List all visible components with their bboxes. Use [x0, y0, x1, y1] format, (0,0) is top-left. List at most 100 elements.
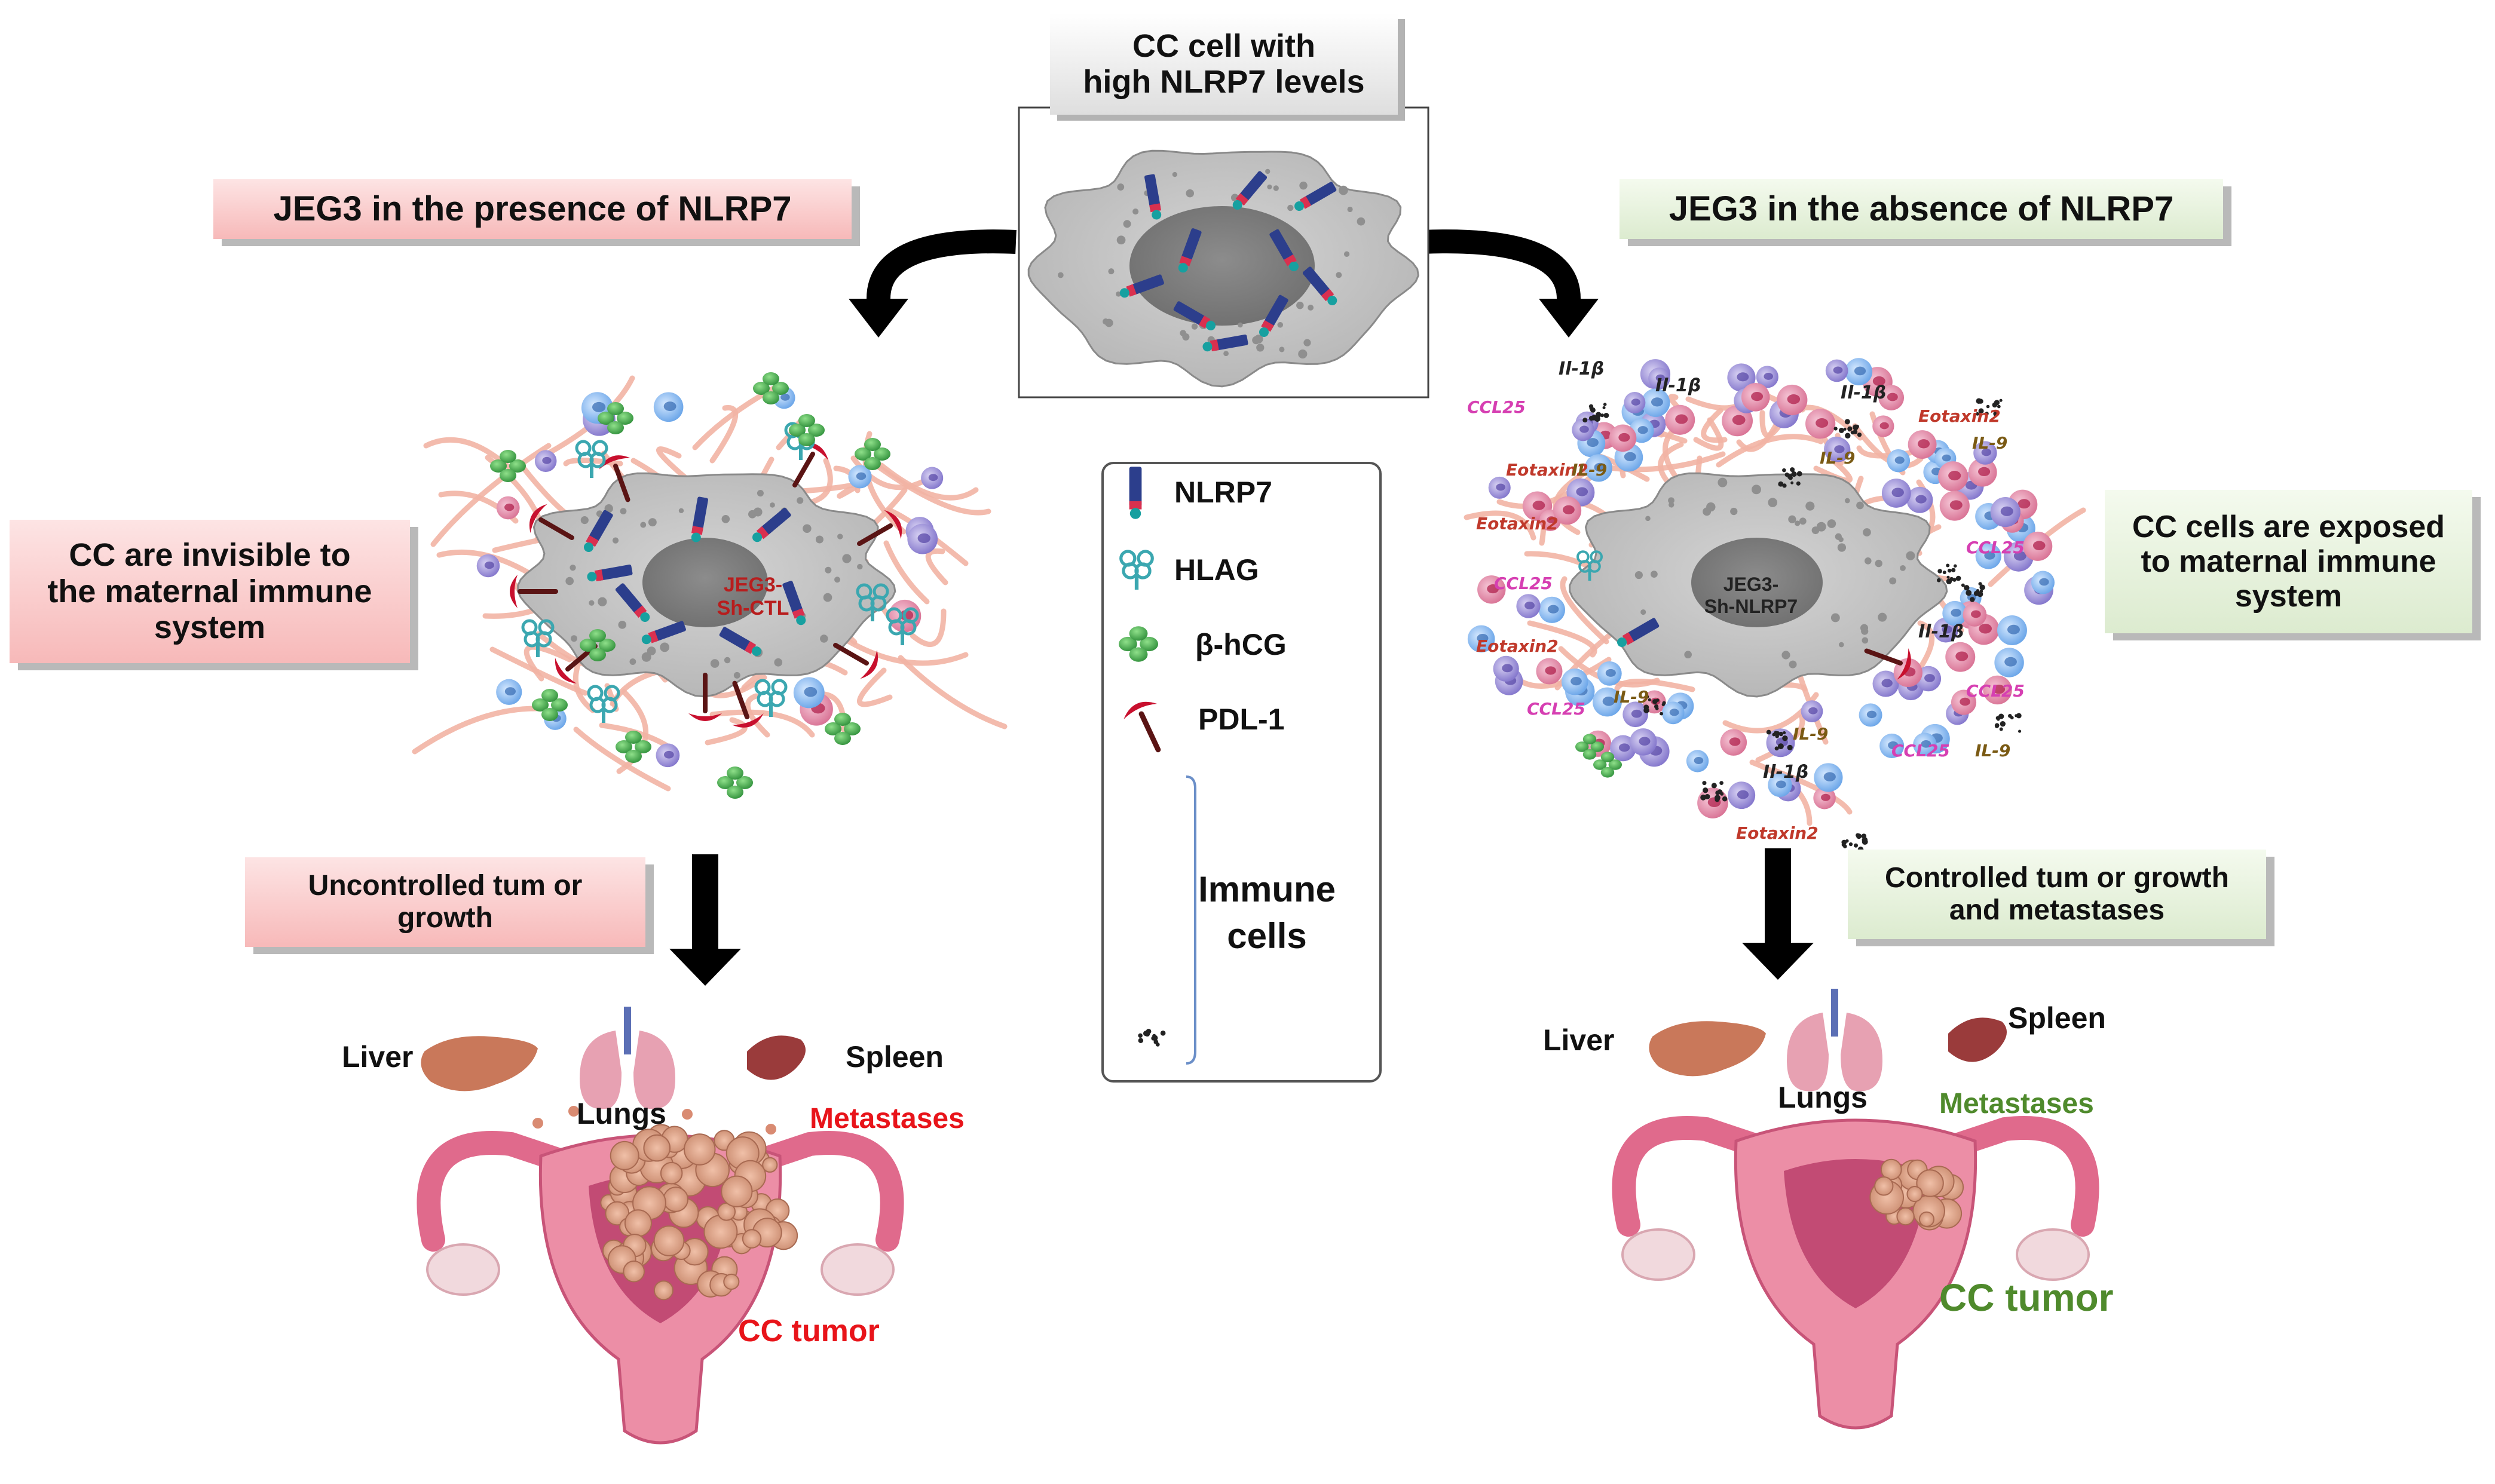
blood-vessel — [656, 446, 699, 489]
immune-cell-nucleus — [1624, 452, 1636, 461]
pdl1-left — [510, 575, 558, 608]
nlrp7-left-tip — [691, 532, 701, 542]
legend-nlrp7-icon — [1129, 467, 1142, 519]
left-cell-granule — [825, 566, 832, 574]
right-cell-granule — [1718, 477, 1728, 487]
bhcg-left-bead — [753, 382, 770, 395]
right-uterus-right-ovary — [2016, 1228, 2090, 1281]
legend-bhcg-icon-bead — [1140, 636, 1158, 652]
bhcg-left-bead — [808, 424, 825, 437]
pdl1-left-head — [555, 658, 577, 684]
nlrp7-top-tip — [1289, 261, 1299, 271]
immune-cell-nucleus — [1808, 707, 1818, 715]
legend-cytokine-dots-icon — [1153, 1040, 1159, 1044]
immune-cell-nucleus — [1872, 376, 1885, 386]
left-cell-granule — [820, 634, 828, 643]
hlag-left-loop — [769, 691, 785, 707]
immune-cell-nucleus — [1487, 584, 1499, 594]
bhcg-left — [490, 450, 526, 482]
cytokine-dots — [1722, 796, 1728, 802]
right-cell-granule — [1811, 526, 1820, 535]
right-cell-granule — [1789, 660, 1797, 669]
right-cell-granule — [1684, 651, 1692, 659]
immune-cell-nucleus — [1618, 433, 1630, 442]
top-cell-title-line2: high NLRP7 levels — [1083, 64, 1365, 100]
immune-cell-nucleus — [1764, 373, 1773, 380]
right-cell-granule — [1837, 543, 1847, 552]
nlrp7-left-tip — [752, 532, 763, 542]
right-cell-granule — [1805, 501, 1815, 511]
right-cell-granule — [1865, 557, 1872, 565]
nlrp7-left — [587, 565, 633, 582]
cytokine-dots — [1600, 413, 1605, 418]
immune-cell-nucleus — [1881, 679, 1893, 688]
immune-cell-nucleus — [1579, 425, 1589, 433]
cytokine-dots — [1778, 481, 1784, 487]
nlrp7-top-body — [1173, 301, 1208, 327]
legend-pdl1-icon-stalk — [1138, 711, 1161, 753]
blood-vessel — [1716, 434, 1824, 468]
blood-vessel — [709, 709, 815, 738]
cytokine-dots — [1845, 433, 1851, 439]
right-spleen — [1948, 1017, 2007, 1062]
blood-vessel — [489, 646, 588, 696]
bhcg-left-bead — [834, 732, 851, 745]
cytokine-dots — [2008, 714, 2012, 718]
bhcg-left-bead — [509, 459, 526, 473]
immune-cell-nucleus — [928, 474, 938, 482]
bhcg-right-bead — [1582, 749, 1597, 760]
bhcg-left-bead — [772, 382, 789, 395]
bhcg-left-bead — [551, 698, 568, 712]
left-curved-arrowhead — [849, 299, 908, 338]
right-exposed-box: CC cells are exposed to maternal immune … — [2105, 490, 2472, 633]
nlrp7-top-body — [1263, 295, 1288, 329]
left-metastatic-cell — [682, 1109, 693, 1120]
top-cell-granule — [1303, 339, 1311, 347]
immune-cell-nucleus — [1924, 674, 1935, 682]
left-liver — [421, 1036, 538, 1091]
cytokine-dots — [1774, 746, 1779, 751]
hlag-left — [754, 679, 788, 717]
right-cell-granule — [1838, 642, 1844, 648]
legend-immune-line2: cells — [1227, 916, 1307, 956]
cytokine-dots — [1654, 704, 1659, 709]
bhcg-left-bead — [490, 459, 507, 473]
legend-cytokine-dots-icon — [1144, 1031, 1150, 1037]
legend-nlrp7-label: NLRP7 — [1174, 476, 1272, 509]
cytokine-dots — [1778, 731, 1783, 737]
left-cell-granule — [570, 565, 576, 571]
blood-vessel — [898, 655, 1008, 729]
cytokine-dots — [1791, 471, 1797, 477]
right-cell-granule — [1799, 517, 1807, 525]
nlrp7-left-band — [586, 535, 599, 547]
cytokine-dots — [1853, 424, 1859, 431]
left-cell-granule — [565, 577, 574, 585]
immune-cell-nucleus — [2032, 541, 2046, 551]
cytokine-dots — [1973, 590, 1979, 596]
legend-immune-label: Immune cells — [1198, 866, 1336, 959]
immune-cell-nucleus — [1816, 418, 1829, 428]
nlrp7-left-tip — [584, 542, 593, 552]
right-cell-granule — [1781, 651, 1790, 660]
immune-cell-nucleus — [1524, 602, 1535, 609]
bhcg-left-bead — [855, 447, 871, 461]
immune-cell-nucleus — [1984, 551, 1995, 560]
pdl1-left — [688, 673, 722, 721]
nlrp7-right-tip — [1617, 637, 1627, 647]
cytokine-eotaxin-4: Eotaxin2 — [1476, 636, 1559, 656]
right-cell-granule — [1889, 577, 1897, 585]
right-tumor-mass — [1906, 1185, 1923, 1203]
immune-cell-nucleus — [2039, 578, 2049, 586]
legend-bhcg-icon — [1119, 626, 1158, 662]
cytokine-dots — [1702, 781, 1707, 786]
right-cell-granule — [1634, 571, 1643, 580]
left-cell-granule — [797, 497, 804, 504]
right-cell-granule — [1640, 609, 1646, 615]
cytokine-dots — [1994, 723, 2000, 728]
immune-cell-nucleus — [1854, 366, 1866, 376]
cytokine-il1b-1: Il-1β — [1559, 358, 1605, 379]
nlrp7-left-band — [756, 526, 769, 539]
nlrp7-top-band — [1198, 315, 1211, 329]
